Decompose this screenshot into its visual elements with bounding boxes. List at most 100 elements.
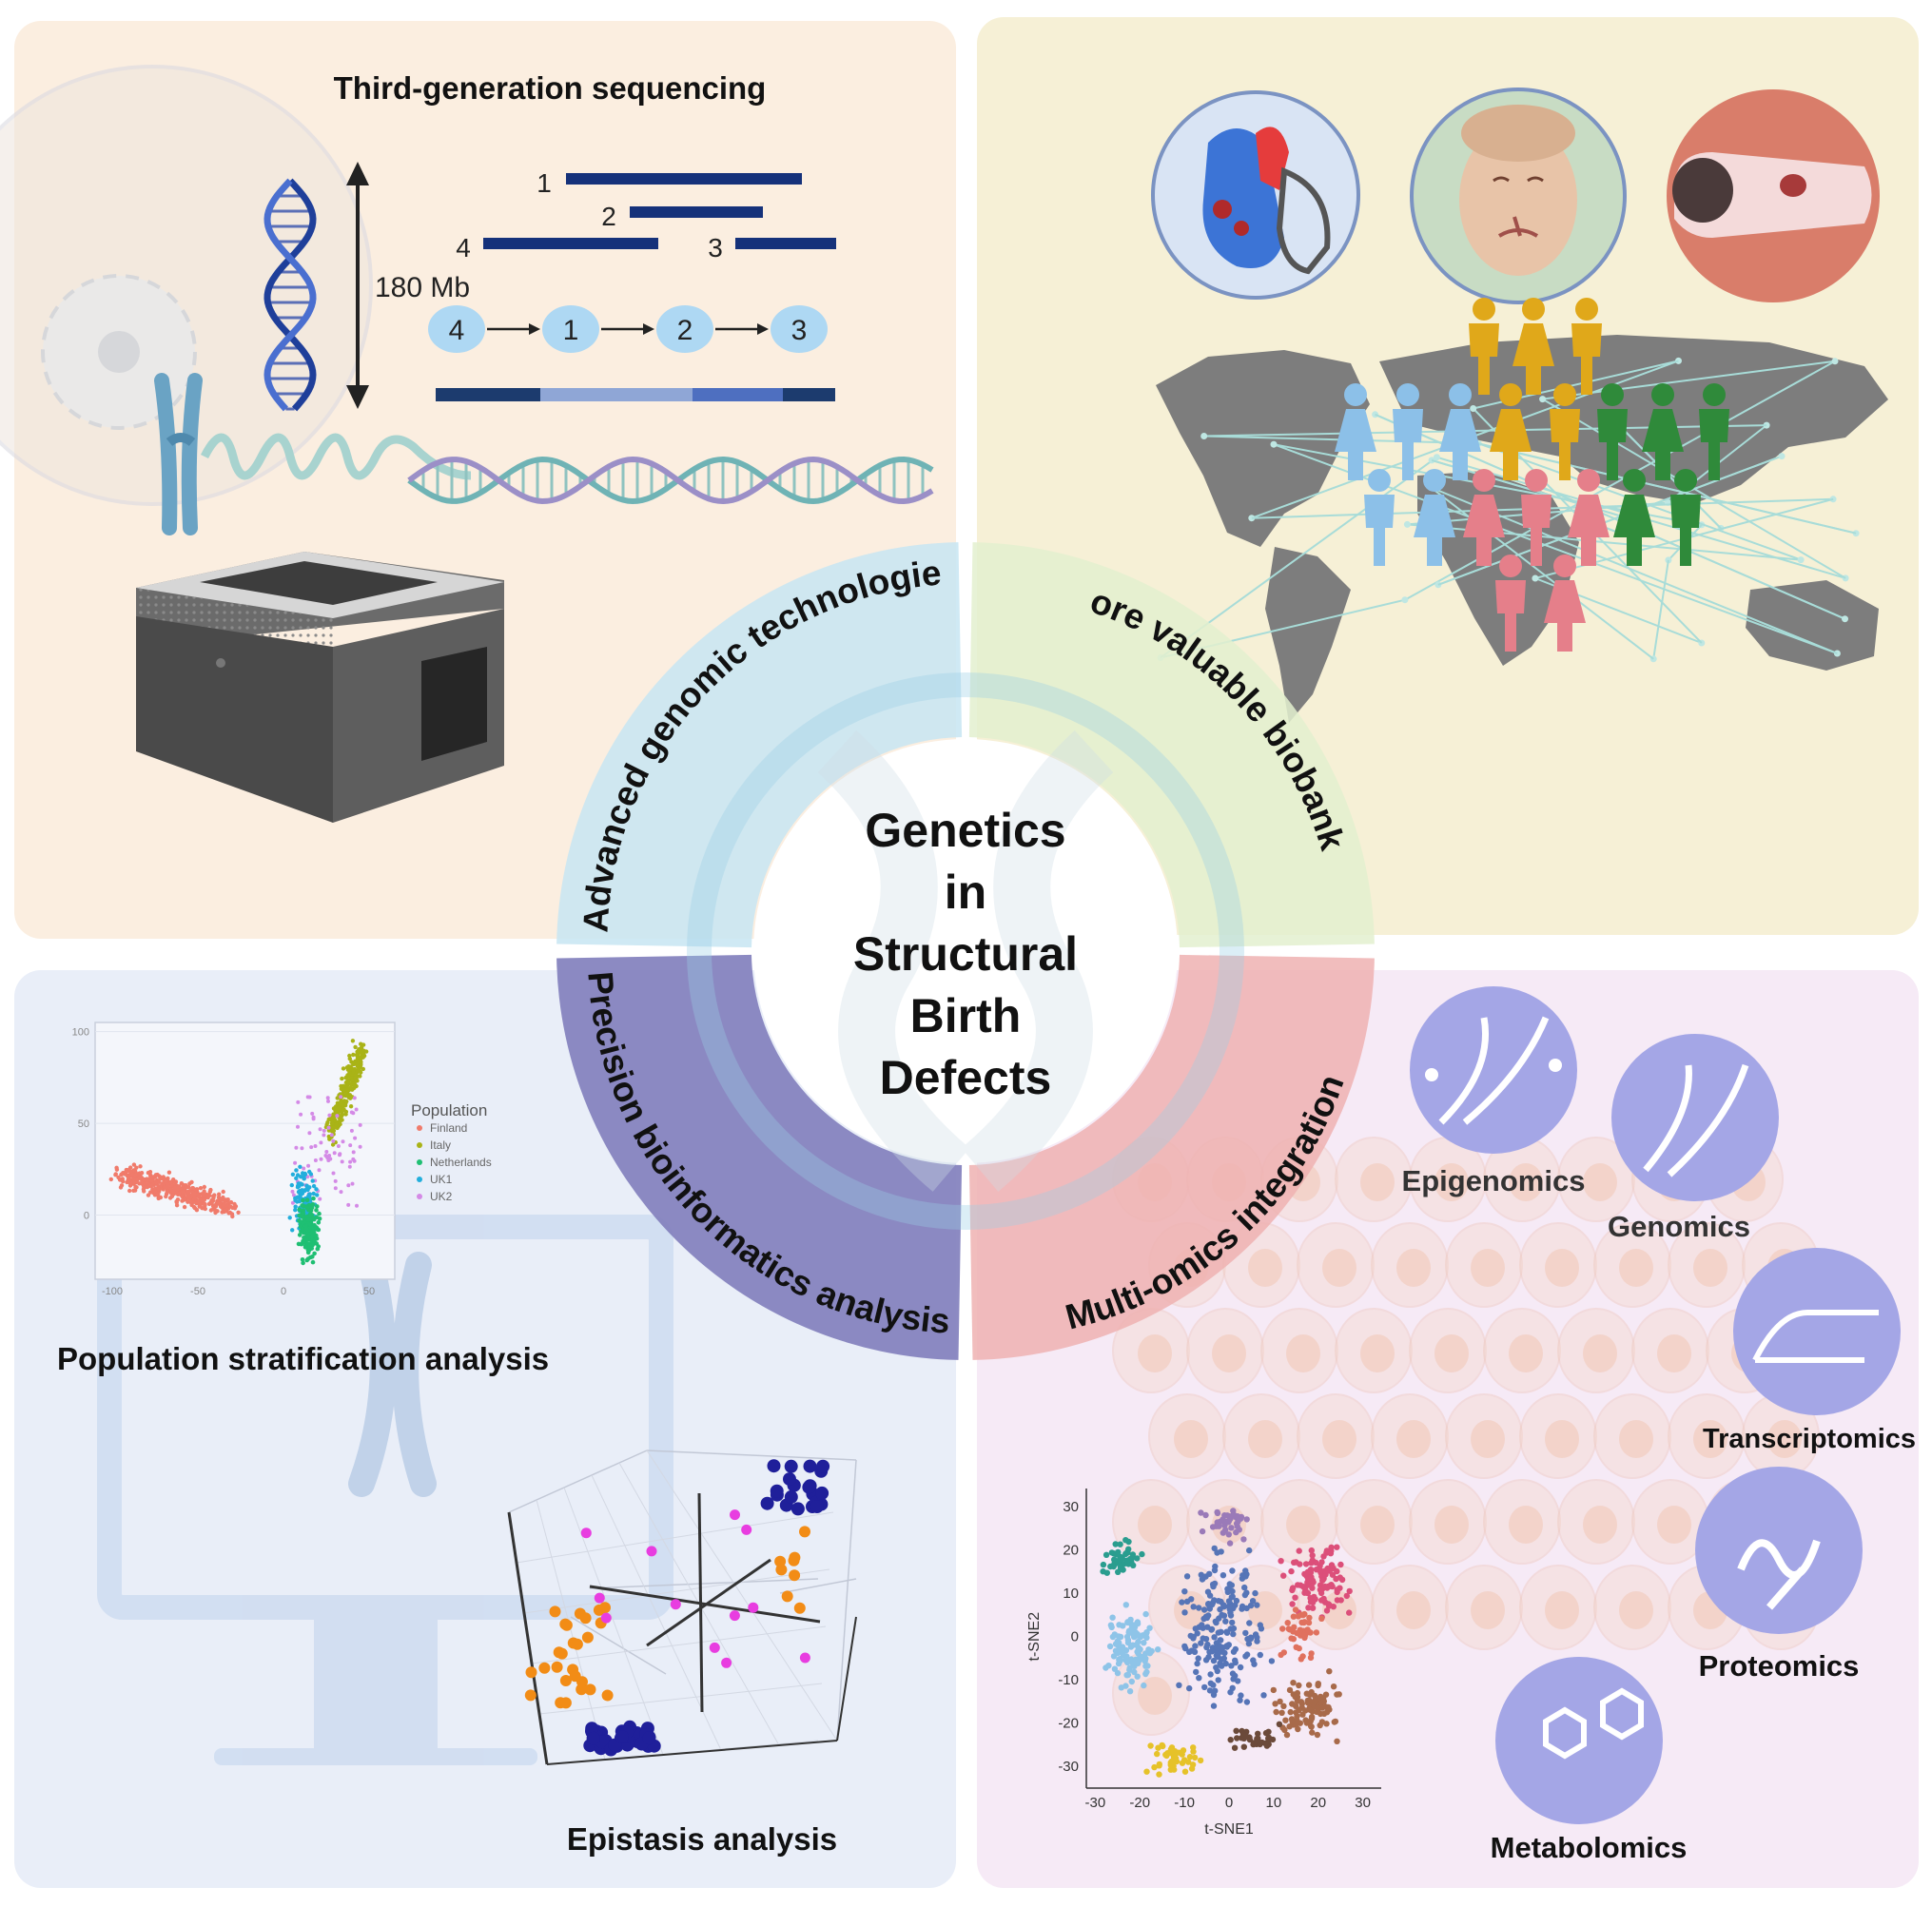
tsne-point xyxy=(1337,1561,1344,1568)
tsne-point xyxy=(1228,1663,1235,1669)
tsne-point xyxy=(1221,1649,1228,1657)
tsne-point xyxy=(1187,1632,1194,1640)
pca-y-tick: 100 xyxy=(72,1027,89,1039)
tsne-point xyxy=(1334,1738,1340,1745)
tsne-y-label: t-SNE2 xyxy=(1026,1612,1043,1662)
infant-defect-illustration xyxy=(1667,89,1880,302)
tsne-point xyxy=(1169,1761,1176,1769)
tsne-point xyxy=(1171,1757,1178,1763)
tsne-point xyxy=(1257,1651,1264,1659)
tsne-point xyxy=(1302,1561,1310,1567)
tsne-point xyxy=(1304,1579,1311,1586)
dna-helix-vertical xyxy=(263,178,317,412)
person-icon xyxy=(1393,383,1423,480)
tsne-point xyxy=(1219,1656,1225,1663)
tsne-point xyxy=(1302,1707,1309,1714)
tsne-point xyxy=(1211,1634,1218,1641)
tsne-point xyxy=(1229,1670,1237,1677)
tsne-point xyxy=(1111,1556,1118,1564)
tsne-point xyxy=(1154,1750,1161,1758)
pca-legend-marker xyxy=(417,1194,422,1199)
tsne-point xyxy=(1125,1538,1132,1546)
tsne-point xyxy=(1313,1559,1319,1566)
tsne-point xyxy=(1223,1628,1230,1635)
person-icon xyxy=(1544,555,1586,652)
tsne-point xyxy=(1228,1582,1236,1588)
person-icon xyxy=(1469,298,1499,395)
tsne-point xyxy=(1215,1651,1221,1658)
population-figures xyxy=(1335,298,1729,652)
tsne-point xyxy=(1337,1585,1343,1591)
tsne-point xyxy=(1308,1713,1316,1721)
pca-legend-marker xyxy=(417,1177,422,1182)
tsne-point xyxy=(1192,1643,1199,1649)
tsne-point xyxy=(1296,1682,1302,1689)
tsne-point xyxy=(1197,1757,1204,1764)
tsne-point xyxy=(1200,1606,1208,1613)
tsne-point xyxy=(1289,1585,1297,1591)
tsne-point xyxy=(1323,1607,1331,1614)
person-icon xyxy=(1495,555,1526,652)
tsne-point xyxy=(1142,1610,1149,1618)
pca-caption: Population stratification analysis xyxy=(57,1341,549,1376)
tsne-point xyxy=(1305,1605,1312,1611)
tsne-point xyxy=(1292,1594,1298,1601)
tsne-point xyxy=(1209,1581,1217,1588)
tsne-point xyxy=(1283,1731,1291,1739)
tsne-point xyxy=(1216,1523,1222,1529)
pca-x-tick: -50 xyxy=(190,1286,205,1297)
tsne-point xyxy=(1237,1697,1243,1703)
tsne-point xyxy=(1190,1748,1197,1755)
tsne-point xyxy=(1322,1703,1330,1710)
tsne-point xyxy=(1260,1692,1267,1699)
tsne-point xyxy=(1214,1667,1221,1675)
tsne-point xyxy=(1135,1644,1142,1651)
tsne-point xyxy=(1143,1668,1150,1676)
tsne-y-tick: -10 xyxy=(1058,1672,1079,1688)
tsne-point xyxy=(1330,1683,1337,1690)
epistasis-caption: Epistasis analysis xyxy=(567,1821,837,1857)
tsne-point xyxy=(1112,1541,1119,1547)
tsne-point xyxy=(1229,1619,1236,1626)
pca-x-tick: 50 xyxy=(363,1286,375,1297)
tsne-y-tick: 30 xyxy=(1063,1499,1079,1515)
center-title-line-3: Structural xyxy=(853,927,1078,981)
tsne-point xyxy=(1109,1614,1116,1621)
assembly-node-label: 1 xyxy=(563,315,579,346)
tsne-point xyxy=(1134,1673,1141,1680)
central-ring xyxy=(556,542,1375,1360)
metabolomics-icon xyxy=(1495,1657,1663,1824)
tsne-point xyxy=(1309,1585,1316,1591)
tsne-point xyxy=(1307,1706,1314,1713)
tsne-point xyxy=(1146,1625,1153,1631)
tsne-point xyxy=(1207,1671,1214,1678)
metabolomics-label: Metabolomics xyxy=(1491,1831,1688,1864)
tsne-point xyxy=(1269,1736,1277,1743)
tsne-point xyxy=(1193,1668,1200,1676)
tsne-point xyxy=(1247,1635,1255,1643)
tsne-point xyxy=(1134,1619,1142,1625)
tsne-point xyxy=(1308,1574,1315,1581)
tsne-point xyxy=(1346,1609,1353,1616)
pca-x-tick: 0 xyxy=(281,1286,286,1297)
tsne-point xyxy=(1268,1658,1276,1664)
tsne-point xyxy=(1321,1567,1329,1575)
pca-legend-label: UK2 xyxy=(430,1190,453,1203)
tsne-point xyxy=(1128,1555,1136,1562)
tsne-point xyxy=(1120,1623,1126,1629)
read-label-4: 4 xyxy=(456,233,471,263)
tsne-point xyxy=(1192,1625,1200,1632)
proteomics-label: Proteomics xyxy=(1699,1649,1860,1683)
center-title-line-1: Genetics xyxy=(865,804,1065,857)
tsne-point xyxy=(1273,1708,1279,1716)
tsne-point xyxy=(1332,1718,1339,1725)
tsne-point xyxy=(1297,1582,1304,1588)
tsne-point xyxy=(1230,1648,1238,1655)
tsne-point xyxy=(1199,1622,1205,1628)
tsne-point xyxy=(1214,1509,1221,1517)
person-icon xyxy=(1439,383,1481,480)
tsne-point xyxy=(1302,1717,1309,1723)
tsne-x-tick: 30 xyxy=(1355,1795,1371,1811)
ring-quadrant-bottom-left xyxy=(556,954,963,1360)
epistasis-3d-plot xyxy=(507,1450,857,1765)
